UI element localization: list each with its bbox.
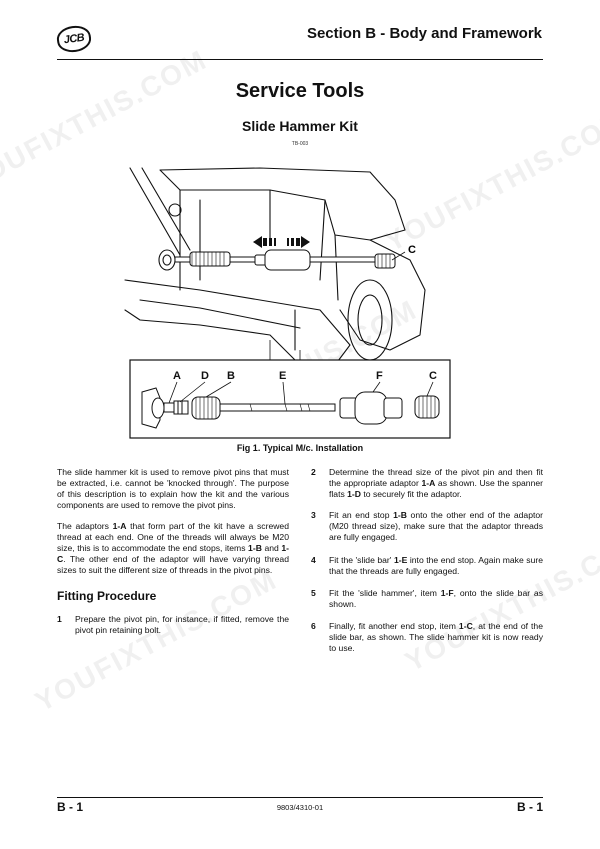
footer-page-right: B - 1 (516, 800, 543, 814)
figure-caption: Fig 1. Typical M/c. Installation (236, 443, 364, 453)
callout-label-c2: C (429, 370, 437, 382)
callout-label-d: D (201, 370, 209, 382)
footer-doc-code: 9803/4310-01 (276, 803, 324, 812)
callout-label-c: C (408, 244, 416, 256)
figure-ref-code: TB-003 (291, 141, 309, 147)
footer-page-left: B - 1 (57, 800, 84, 814)
figure-illustration: C A D B E F C (124, 167, 451, 439)
intro-paragraph-2: The adaptors 1-A that form part of the k… (57, 521, 289, 575)
jcb-logo: JCB (55, 23, 93, 55)
installed-slide-hammer (174, 249, 396, 271)
boom (124, 279, 351, 366)
step-2: 2 Determine the thread size of the pivot… (311, 467, 543, 499)
page-title: Service Tools (235, 80, 365, 102)
rear-body (339, 239, 426, 351)
step-1: 1 Prepare the pivot pin, for instance, i… (57, 614, 289, 635)
motion-arrows-icon (253, 236, 310, 248)
fitting-procedure-heading: Fitting Procedure (57, 589, 157, 603)
step-6: 6 Finally, fit another end stop, item 1-… (311, 621, 543, 653)
cab-roof (159, 167, 406, 241)
header-rule (57, 59, 543, 60)
step-5: 5 Fit the 'slide hammer', item 1-F, onto… (311, 588, 543, 609)
callout-label-f: F (376, 370, 383, 382)
page-subtitle: Slide Hammer Kit (242, 118, 358, 134)
footer-rule (57, 797, 543, 798)
callout-label-b: B (227, 370, 235, 382)
step-3: 3 Fit an end stop 1-B onto the other end… (311, 510, 543, 542)
watermark: YOUFIXTHIS.COM (30, 563, 283, 718)
kit-components (141, 387, 440, 429)
intro-paragraph-1: The slide hammer kit is used to remove p… (57, 467, 289, 510)
section-title: Section B - Body and Framework (306, 25, 542, 42)
callout-label-e: E (279, 370, 286, 382)
step-4: 4 Fit the 'slide bar' 1-E into the end s… (311, 555, 544, 576)
callout-label-a: A (173, 370, 181, 382)
